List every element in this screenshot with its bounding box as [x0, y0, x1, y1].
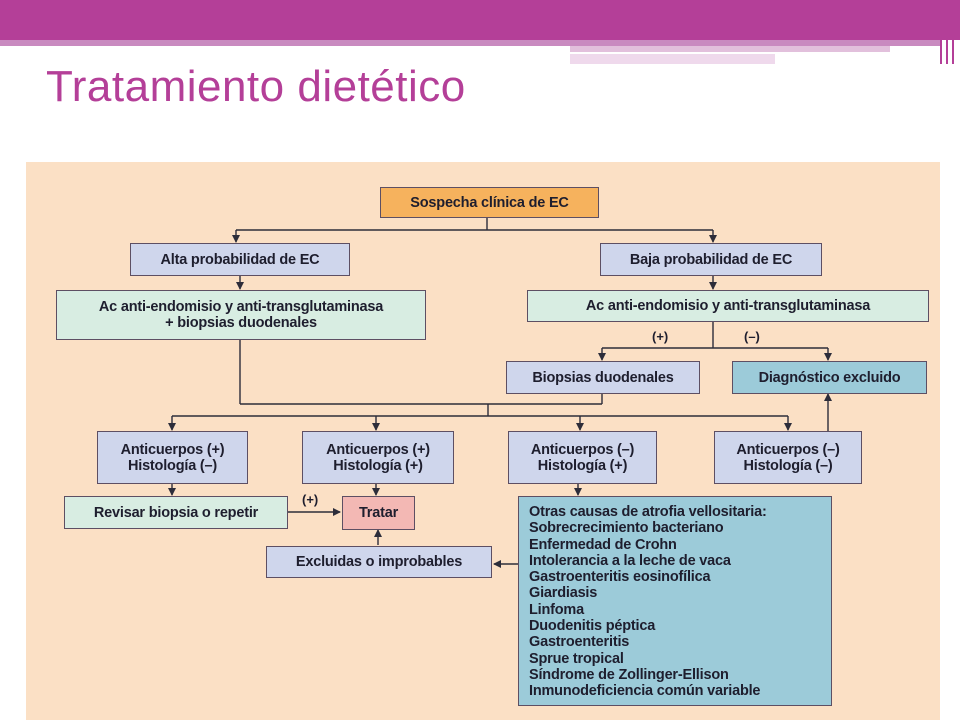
cause-item: Duodenitis péptica: [529, 618, 656, 635]
case-ab-pos-hist-pos-box: Anticuerpos (+) Histología (+): [302, 431, 454, 484]
review-positive-label: (+): [302, 492, 319, 507]
duodenal-biopsies-box: Biopsias duodenales: [506, 361, 700, 394]
negative-result-label: (–): [744, 329, 760, 344]
accent-stripe: [570, 46, 890, 52]
low-probability-box: Baja probabilidad de EC: [600, 243, 822, 276]
cause-item: Síndrome de Zollinger-Ellison: [529, 666, 729, 683]
low-probability-tests-box: Ac anti-endomisio y anti-transglutaminas…: [527, 290, 929, 322]
cause-item: Gastroenteritis eosinofílica: [529, 569, 711, 586]
accent-stripe: [570, 54, 775, 64]
other-causes-box: Otras causas de atrofia vellositaria: So…: [518, 496, 832, 706]
flowchart-panel: Sospecha clínica de EC Alta probabilidad…: [26, 162, 940, 720]
slide-title: Tratamiento dietético: [46, 62, 466, 111]
cause-item: Sobrecrecimiento bacteriano: [529, 520, 724, 537]
cause-item: Gastroenteritis: [529, 634, 630, 651]
other-causes-title: Otras causas de atrofia vellositaria:: [529, 504, 767, 520]
high-probability-tests-box: Ac anti-endomisio y anti-transglutaminas…: [56, 290, 426, 340]
cause-item: Sprue tropical: [529, 650, 624, 667]
start-box-suspicion: Sospecha clínica de EC: [380, 187, 599, 218]
excluded-unlikely-box: Excluidas o improbables: [266, 546, 492, 578]
case-ab-neg-hist-pos-box: Anticuerpos (–) Histología (+): [508, 431, 657, 484]
high-probability-box: Alta probabilidad de EC: [130, 243, 350, 276]
case-ab-neg-hist-neg-box: Anticuerpos (–) Histología (–): [714, 431, 862, 484]
cause-item: Intolerancia a la leche de vaca: [529, 552, 731, 569]
accent-stripe: [0, 40, 940, 46]
review-biopsy-box: Revisar biopsia o repetir: [64, 496, 288, 529]
top-accent-bar: [0, 0, 960, 40]
accent-line: [946, 0, 948, 64]
flowchart-connectors: [168, 218, 832, 568]
case-ab-pos-hist-neg-box: Anticuerpos (+) Histología (–): [97, 431, 248, 484]
diagnosis-excluded-box: Diagnóstico excluido: [732, 361, 927, 394]
treat-box: Tratar: [342, 496, 415, 530]
cause-item: Linfoma: [529, 601, 584, 618]
cause-item: Inmunodeficiencia común variable: [529, 683, 761, 700]
cause-item: Giardiasis: [529, 585, 598, 602]
cause-item: Enfermedad de Crohn: [529, 536, 677, 553]
accent-line: [952, 0, 954, 64]
positive-result-label: (+): [652, 329, 669, 344]
accent-line: [940, 0, 942, 64]
